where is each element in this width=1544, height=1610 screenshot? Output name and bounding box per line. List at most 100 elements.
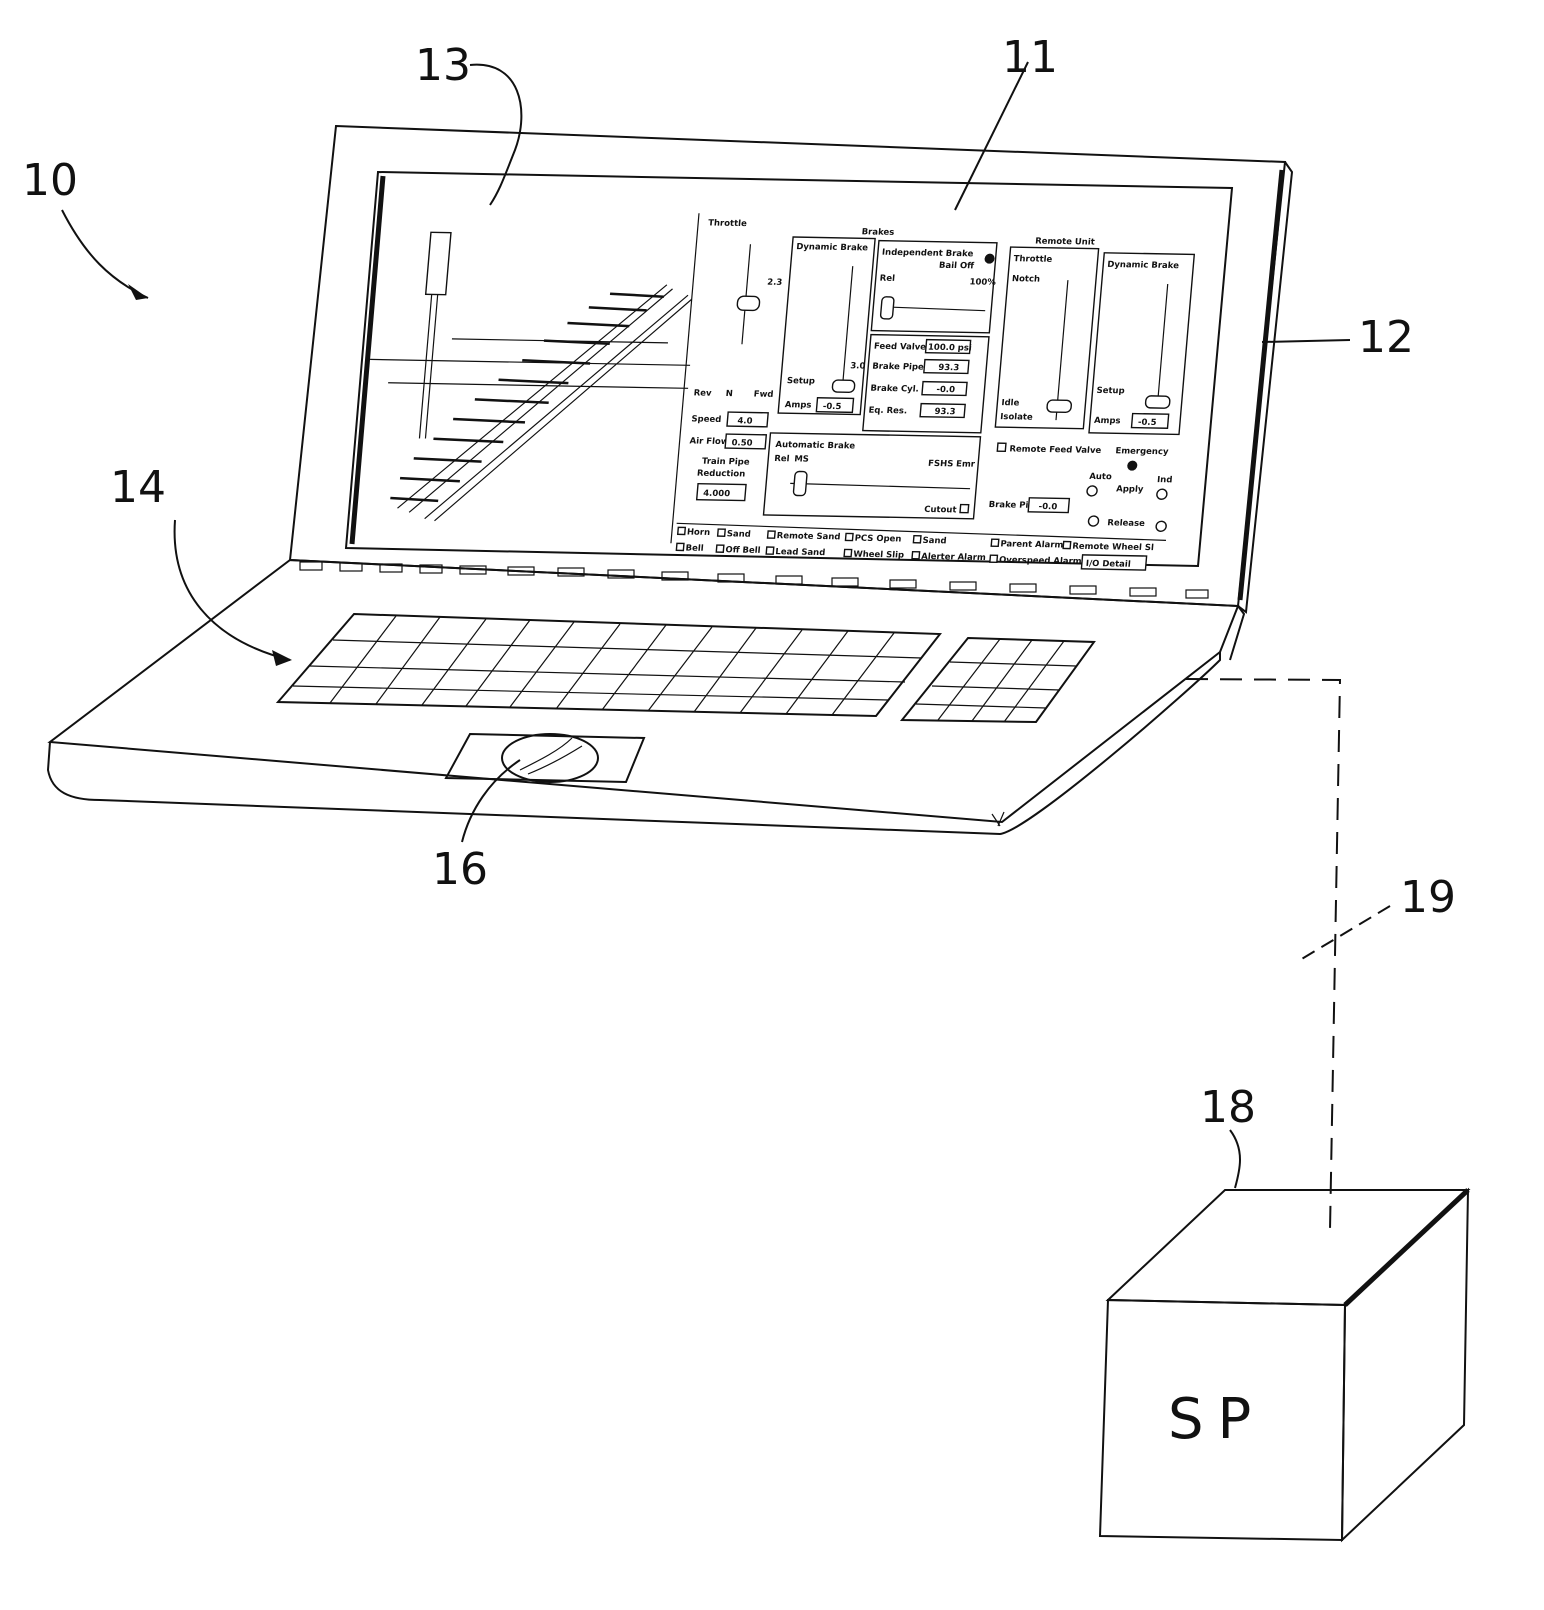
rail-right [424,291,692,526]
label-16: 16 [432,844,488,895]
cb-horn[interactable]: Horn [686,528,710,538]
rev-label: Rev [693,388,712,398]
sp-label: SP [1168,1387,1265,1452]
cb-remote-sand[interactable]: Remote Sand [776,531,841,542]
n-label: N [725,389,733,399]
leader-13 [470,65,521,205]
trackball-highlight [520,738,582,774]
status-checkboxes: Horn Sand Remote Sand PCS Open Sand Pare… [673,523,1166,570]
remote-feed-valve-checkbox[interactable] [997,443,1006,451]
auto-hs-label: HS [940,459,954,469]
reduction-label: Reduction [696,469,745,480]
ref-13: 13 [415,40,521,205]
apply-label: Apply [1116,484,1144,494]
brake-cyl-value: -0.0 [936,385,955,395]
cube-edge [1345,1190,1468,1305]
ref-18: 18 [1200,1082,1256,1188]
base-notch [992,812,1004,826]
cb-bell[interactable]: Bell [685,544,704,554]
cb-wheel-slip[interactable]: Wheel Slip [853,550,905,561]
amps-label: Amps [784,400,811,410]
cb-alerter-alarm[interactable]: Alerter Alarm [921,552,987,563]
dynamic-brake-title: Dynamic Brake [796,242,869,253]
ind-rel-label: Rel [879,274,895,284]
label-12: 12 [1358,312,1414,363]
eq-res-label: Eq. Res. [868,406,907,417]
auto-radio[interactable] [1087,486,1098,496]
emergency-indicator [1127,461,1138,471]
cb-pcs-open[interactable]: PCS Open [854,534,902,545]
label-18: 18 [1200,1082,1256,1133]
arrowhead-10 [128,284,148,300]
leader-11 [955,62,1028,210]
isolate-label: Isolate [1000,412,1034,423]
remote-throttle-title: Throttle [1013,254,1053,265]
independent-brake-handle[interactable] [880,297,894,319]
auto-label: Auto [1089,472,1112,482]
lid-side-shade [1240,170,1282,600]
release-radio-2[interactable] [1156,521,1167,531]
cb-sand[interactable]: Sand [726,529,751,539]
trackball-icon[interactable] [502,734,598,782]
keyboard[interactable] [278,614,1094,722]
amps-value: -0.5 [822,402,841,412]
cb-remote-wheel-slip[interactable]: Remote Wheel Sl [1072,542,1154,553]
independent-brake-panel: Independent Brake Bail Off Rel 100% [871,241,999,333]
cb-sand-2[interactable]: Sand [922,536,947,546]
base-corner [1230,606,1244,660]
ind-radio[interactable] [1156,489,1167,499]
cb-off-bell[interactable]: Off Bell [725,545,761,556]
keypad-grid [916,639,1076,722]
leader-19 [1300,906,1390,960]
trackball-pad [446,734,644,782]
panel-divider [671,213,699,543]
label-13: 13 [415,40,471,91]
base-front [48,652,1220,834]
control-panel: Throttle Brakes Remote Unit 2.3 Rev N Fw… [673,218,1196,570]
remote-amps-value: -0.5 [1137,418,1156,428]
throttle-value: 2.3 [767,278,783,288]
remote-brake-pipe-value: -0.0 [1038,502,1057,512]
automatic-brake-panel: Automatic Brake Rel MS FS HS Emr Cutout [764,433,981,519]
auto-emr-label: Emr [956,459,976,469]
base-top [50,560,1238,822]
cutout-checkbox[interactable] [960,505,969,513]
label-14: 14 [110,462,166,513]
train-pipe-label: Train Pipe [701,457,750,468]
feed-valve-label: Feed Valve [874,342,927,353]
release-radio[interactable] [1088,516,1099,526]
auto-fs-label: FS [928,459,941,469]
remote-throttle-handle[interactable] [1047,400,1072,412]
speed-value: 4.0 [737,416,753,426]
trackball-assembly[interactable] [446,734,644,782]
ind-full-label: 100% [969,277,997,287]
horizon-line-3 [388,383,688,389]
cb-overspeed-alarm[interactable]: Overspeed Alarm [999,555,1083,567]
cb-lead-sand[interactable]: Lead Sand [775,547,826,558]
emergency-panel: Emergency Auto Apply Ind Release [1084,446,1175,532]
ref-10: 10 [22,155,148,300]
laptop-base [48,560,1244,834]
bail-off-label: Bail Off [938,261,974,272]
remote-dynamic-panel: Dynamic Brake Setup Amps -0.5 [1089,253,1194,435]
remote-setup-label: Setup [1096,386,1125,396]
leader-18 [1230,1130,1240,1188]
idle-label: Idle [1001,398,1020,408]
dynamic-brake-handle[interactable] [832,380,855,392]
leader-14 [175,520,290,660]
remote-dynamic-title: Dynamic Brake [1107,260,1180,271]
air-flow-label: Air Flow [689,436,729,447]
cb-parent-alarm[interactable]: Parent Alarm [1000,539,1064,550]
auto-min-label: MS [794,454,809,464]
remote-dynamic-handle[interactable] [1145,396,1170,408]
brakes-title: Brakes [861,227,894,238]
cutout-label: Cutout [924,505,957,516]
brake-pipe-value: 93.3 [938,363,960,373]
auto-rel-label: Rel [774,454,790,464]
eq-res-value: 93.3 [934,407,956,417]
automatic-brake-handle[interactable] [793,471,807,495]
ref-12: 12 [1262,312,1414,363]
graphics-area [356,231,700,525]
throttle-handle[interactable] [737,296,760,310]
